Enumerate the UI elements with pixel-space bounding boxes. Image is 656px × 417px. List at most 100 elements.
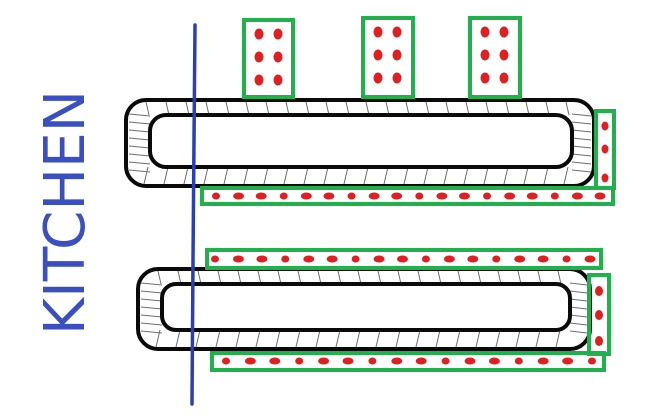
hatch-mark-icon [343, 166, 349, 185]
red-dot-icon [499, 72, 509, 84]
hatch-mark-icon [140, 314, 163, 318]
hatch-mark-icon [525, 101, 530, 116]
red-dot-icon [256, 255, 268, 263]
hatch-mark-icon [571, 113, 592, 117]
red-dot-icon [351, 255, 360, 263]
hatch-mark-icon [485, 101, 490, 116]
hatch-mark-icon [140, 322, 163, 326]
upper-counter-inner-outline [148, 113, 574, 169]
hatch-mark-icon [571, 145, 592, 149]
hatch-mark-icon [297, 270, 302, 285]
hatch-mark-icon [357, 270, 362, 285]
red-dot-icon [212, 192, 220, 200]
hatch-mark-icon [128, 137, 151, 141]
red-dot-icon [443, 255, 455, 263]
red-dot-icon [601, 144, 609, 154]
hatch-mark-icon [215, 329, 221, 348]
red-dot-icon [415, 192, 424, 200]
hatch-mark-icon [183, 166, 189, 185]
red-dot-icon [254, 51, 264, 63]
hatch-mark-icon [223, 166, 229, 185]
hatch-mark-icon [445, 101, 450, 116]
hatch-mark-icon [128, 161, 151, 165]
hatch-mark-icon [225, 101, 230, 116]
hatch-mark-icon [465, 101, 470, 116]
hatch-mark-icon [557, 270, 562, 285]
hatch-mark-icon [337, 270, 342, 285]
hatch-mark-icon [565, 101, 570, 116]
hatch-mark-icon [285, 101, 290, 116]
red-dot-icon [584, 255, 596, 263]
hatch-mark-icon [185, 101, 190, 116]
hatch-mark-icon [569, 282, 588, 286]
red-dot-icon [373, 26, 383, 38]
hatch-mark-icon [255, 329, 261, 348]
hatch-mark-icon [177, 270, 182, 285]
hatch-mark-icon [140, 290, 163, 294]
hatch-mark-icon [345, 101, 350, 116]
red-dot-icon [492, 255, 501, 263]
hatch-mark-icon [397, 270, 402, 285]
hatch-mark-icon [128, 113, 151, 117]
red-dot-icon [480, 26, 490, 38]
hatch-mark-icon [569, 322, 588, 326]
hatch-mark-icon [163, 166, 169, 185]
upper-bottom-strip [200, 186, 615, 206]
red-dot-icon [373, 49, 383, 61]
hatch-mark-icon [175, 329, 181, 348]
hatch-mark-icon [435, 329, 441, 348]
red-dot-icon [211, 255, 219, 263]
hatch-mark-icon [425, 101, 430, 116]
red-dot-icon [244, 357, 256, 365]
red-dot-icon [421, 255, 430, 263]
red-dot-icon [537, 255, 549, 263]
hatch-mark-icon [257, 270, 262, 285]
hatch-mark-icon [335, 329, 341, 348]
hatch-mark-icon [415, 329, 421, 348]
red-dot-icon [279, 192, 288, 200]
lower-top-strip [205, 248, 603, 270]
red-dot-icon [300, 192, 312, 200]
hatch-mark-icon [303, 166, 309, 185]
hatch-mark-icon [237, 270, 242, 285]
red-dot-icon [436, 192, 448, 200]
hatch-mark-icon [385, 101, 390, 116]
hatch-mark-icon [325, 101, 330, 116]
hatch-mark-icon [157, 270, 162, 285]
hatch-mark-icon [505, 101, 510, 116]
hatch-mark-icon [245, 101, 250, 116]
hatch-mark-icon [128, 121, 151, 125]
hatch-mark-icon [403, 166, 409, 185]
hatch-mark-icon [443, 166, 449, 185]
red-dot-icon [232, 255, 244, 263]
red-dot-icon [595, 286, 603, 296]
hatch-mark-icon [555, 329, 561, 348]
top-box-middle [361, 16, 415, 99]
red-dot-icon [255, 192, 267, 200]
hatch-mark-icon [395, 329, 401, 348]
hatch-mark-icon [569, 314, 588, 318]
top-box-left [242, 18, 295, 99]
red-dot-icon [392, 72, 402, 84]
upper-counter-hatching [128, 101, 592, 185]
red-dot-icon [526, 192, 538, 200]
hatch-mark-icon [243, 166, 249, 185]
hatch-mark-icon [537, 270, 542, 285]
vertical-divider-line [190, 23, 197, 406]
hatch-mark-icon [140, 282, 163, 286]
red-dot-icon [562, 357, 574, 365]
red-dot-icon [273, 74, 283, 86]
red-dot-icon [480, 72, 490, 84]
hatch-mark-icon [205, 101, 210, 116]
red-dot-icon [601, 121, 609, 131]
hatch-mark-icon [265, 101, 270, 116]
hatch-mark-icon [495, 329, 501, 348]
red-dot-icon [368, 357, 377, 365]
red-dot-icon [273, 51, 283, 63]
red-dot-icon [323, 192, 335, 200]
hatch-mark-icon [503, 166, 509, 185]
hatch-mark-icon [128, 129, 151, 133]
hatch-mark-icon [569, 330, 588, 334]
red-dot-icon [281, 255, 290, 263]
